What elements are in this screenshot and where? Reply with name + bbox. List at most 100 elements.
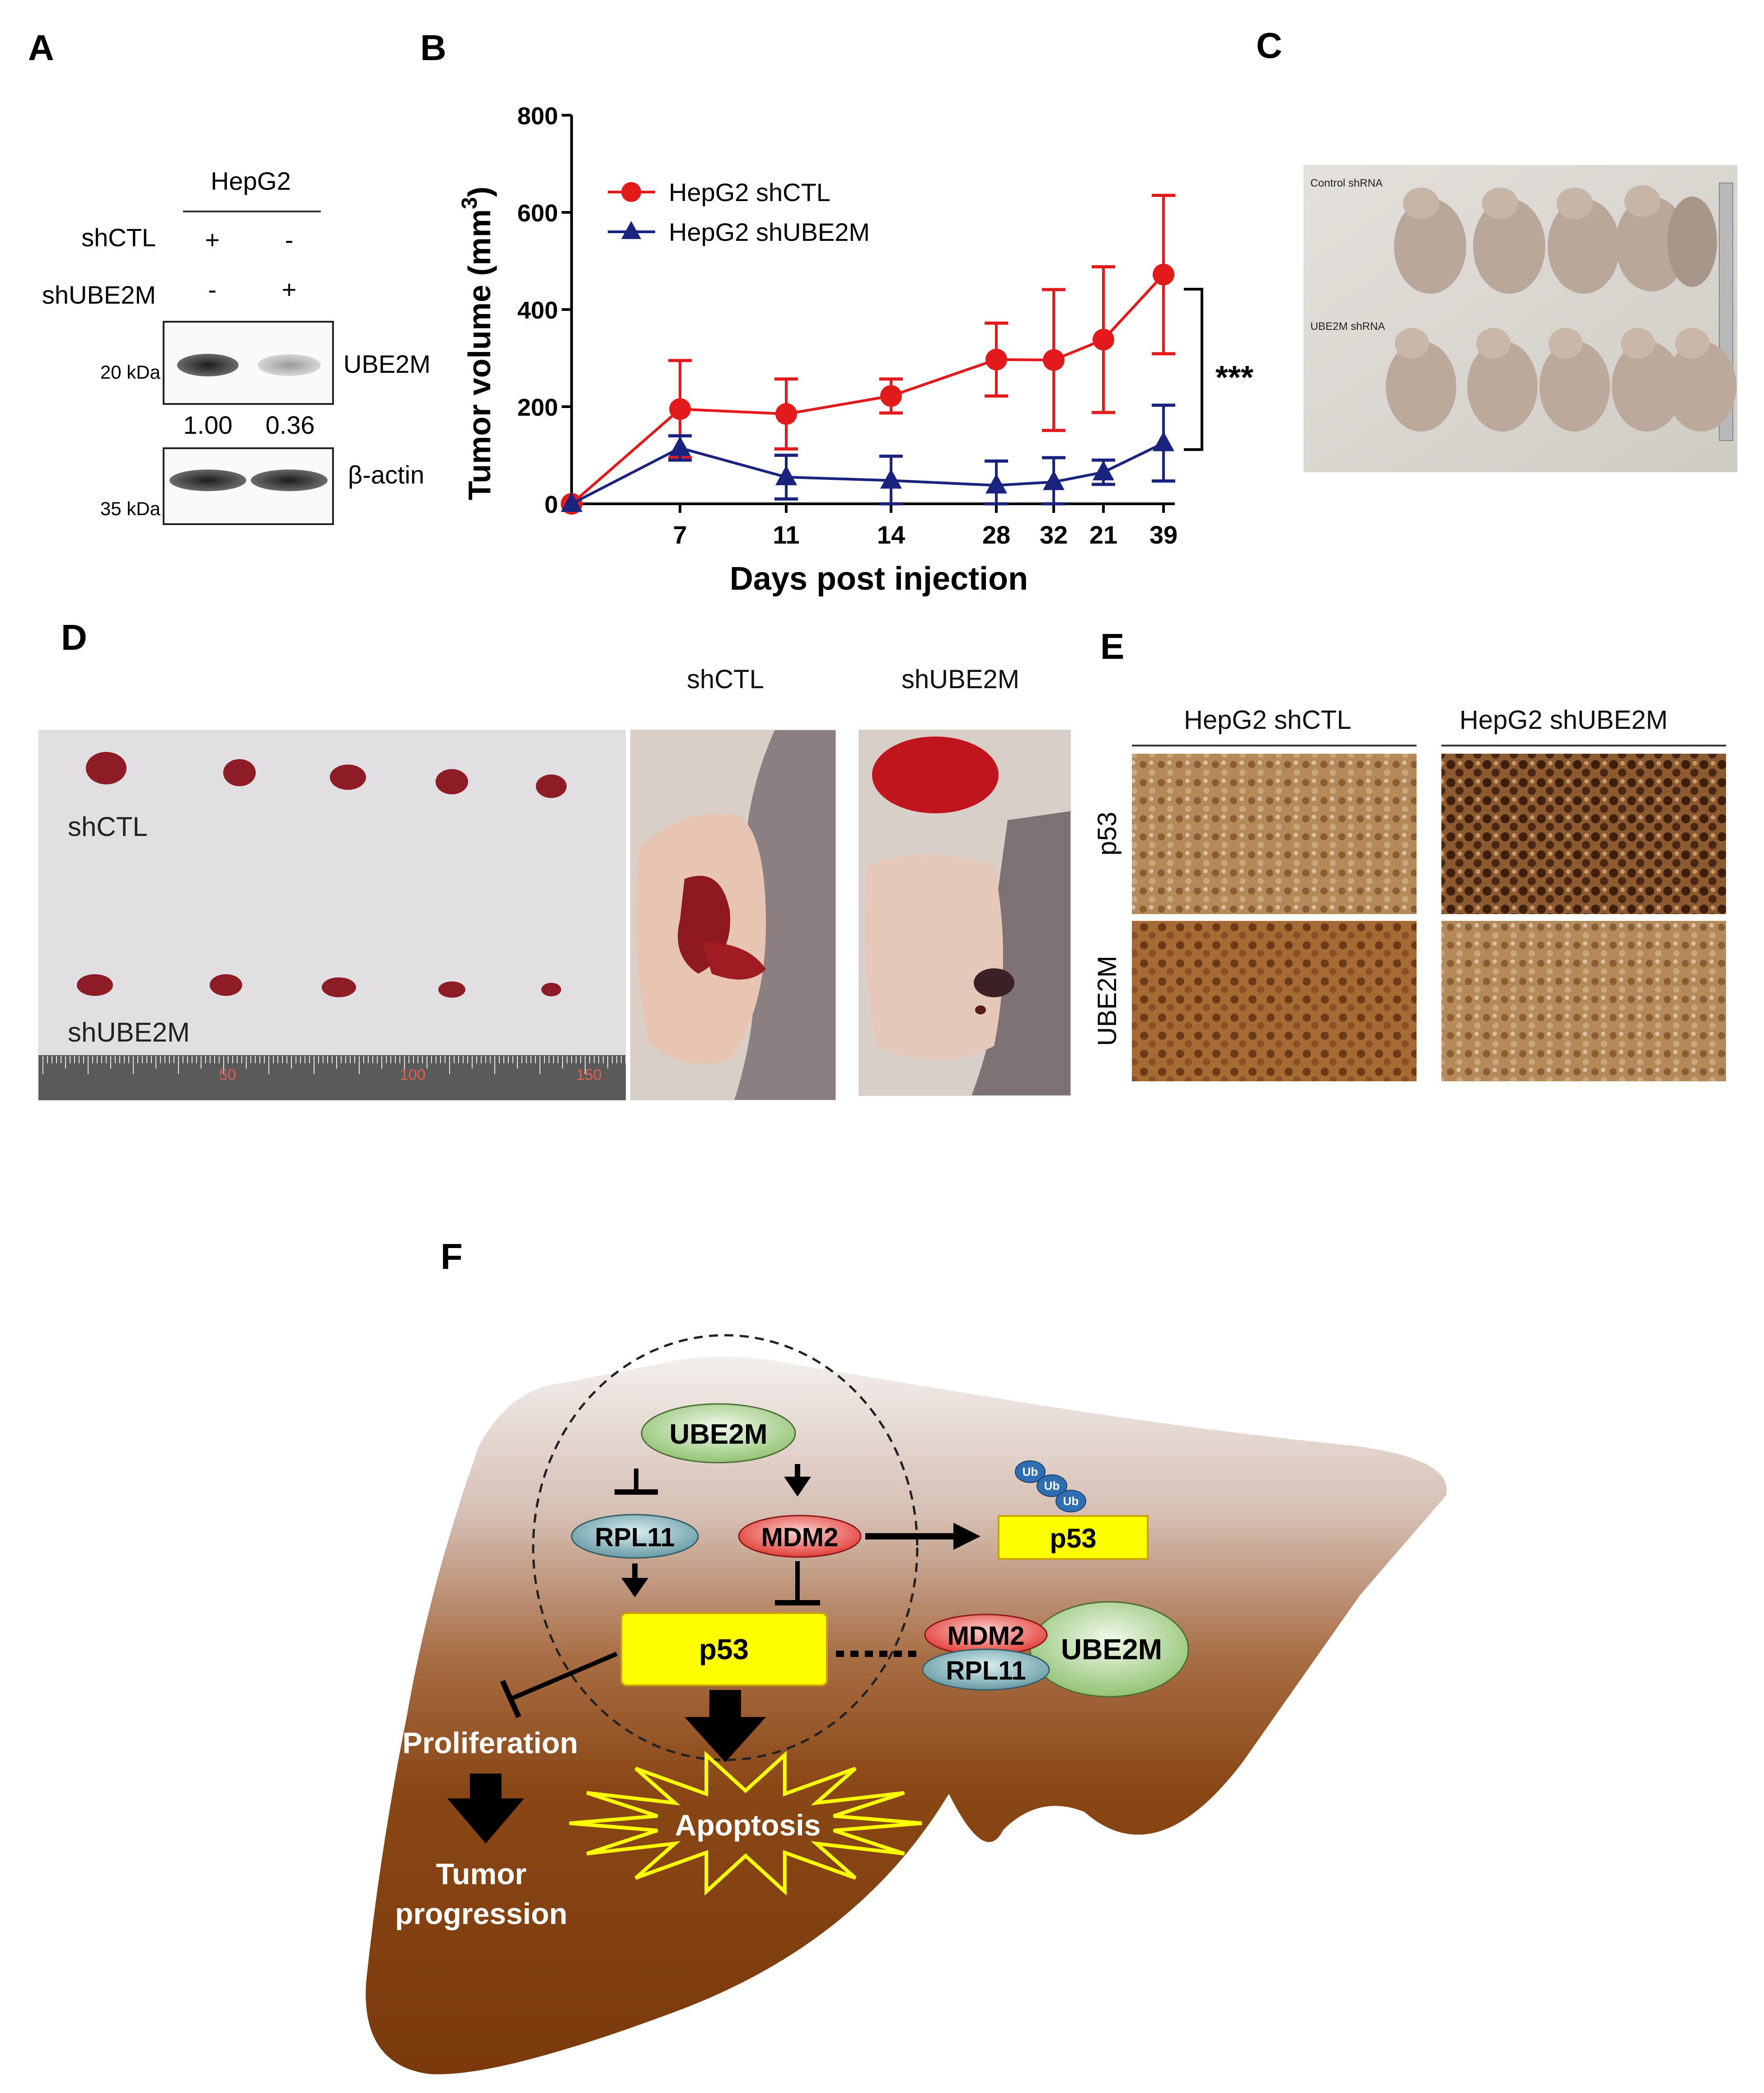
mouse [1615, 197, 1688, 291]
chart-y-tick-label: 600 [517, 200, 558, 227]
blot-row1-label: shCTL [81, 223, 156, 252]
mouse [1394, 199, 1466, 294]
ube2m-node-label: UBE2M [669, 1419, 767, 1450]
progression-label: progression [395, 1897, 567, 1930]
ruler-label-50: 50 [219, 1066, 236, 1084]
lane2-row2-sign: + [282, 275, 297, 304]
mice-label-control: Control shRNA [1310, 177, 1383, 189]
ruler-label-150: 150 [576, 1066, 602, 1084]
mouse [1473, 199, 1545, 294]
chart-y-tick-label: 800 [517, 103, 558, 130]
chart-x-tick-label: 21 [1089, 521, 1117, 549]
ube2m-node [641, 1403, 796, 1464]
ube2m-band-label: UBE2M [343, 350, 431, 378]
blot-row2-label: shUBE2M [42, 281, 156, 309]
rpl11-node-label: RPL11 [595, 1523, 675, 1552]
mouse-head [1621, 328, 1655, 359]
mdm2-p53ub-arrow-head [953, 1523, 981, 1550]
legend-label: HepG2 shCTL [669, 178, 830, 206]
tumor-label: Tumor [436, 1857, 526, 1891]
mouse-head [1403, 188, 1439, 219]
complex-rpl11-node [922, 1648, 1050, 1691]
ube2m-mdm2-arrow-head [784, 1477, 811, 1497]
ihc-row2-label: UBE2M [1093, 956, 1122, 1046]
chart-point [669, 398, 691, 420]
significance-stars: *** [1215, 360, 1253, 396]
cell-boundary [532, 1334, 919, 1761]
chart-series-1 [561, 193, 1175, 515]
actin-band-lane1 [169, 469, 246, 491]
tumors-photo-background [38, 730, 626, 1100]
p53-center-box [620, 1612, 828, 1686]
chart-point [775, 465, 797, 485]
liver-shape [366, 1356, 1447, 2074]
chart-point [669, 436, 691, 456]
chart-x-tick-label: 32 [1040, 521, 1068, 549]
chart-point [1093, 328, 1114, 351]
p53-proliferation-inhibit-line [510, 1652, 618, 1701]
chart-series-line [571, 441, 1164, 505]
chart-point [1153, 431, 1174, 451]
mdm2-node [738, 1515, 862, 1558]
panel-letter-f: F [441, 1236, 463, 1276]
tumor [86, 752, 127, 784]
mouse-head [1548, 328, 1583, 359]
chart-point [880, 469, 902, 489]
ihc-shube2m-p53 [1441, 754, 1726, 914]
mouse [1666, 341, 1736, 432]
mouse [1539, 341, 1610, 432]
lane1-row2-sign: - [208, 275, 217, 304]
ruler-label-100: 100 [400, 1066, 426, 1084]
ihc-grid: p53 UBE2M [1093, 745, 1726, 1081]
ube2m-band-lane1 [177, 354, 239, 376]
excised-tumors-photo: shCTL shUBE2M 50 100 150 [38, 730, 626, 1100]
actin-band-label: β-actin [348, 460, 424, 489]
ub-bead-3 [1056, 1490, 1086, 1512]
mouse [1386, 341, 1456, 432]
legend-marker [621, 221, 641, 239]
mice-photo: Control shRNA UBE2M shRNA [1304, 165, 1737, 472]
tumors-label-shube2m: shUBE2M [68, 1017, 190, 1047]
shube2m-dissection-photo [859, 730, 1071, 1096]
ube2m-band-lane2 [258, 354, 321, 376]
chart-point [985, 474, 1007, 494]
p53-proliferation-inhibit-bar [500, 1680, 521, 1718]
tumor [223, 759, 256, 786]
apoptosis-label: Apoptosis [675, 1808, 821, 1842]
actin-band-lane2 [251, 469, 328, 491]
mouse-head [1482, 188, 1518, 219]
mw-20kda: 20 kDa [100, 361, 161, 383]
tumor [330, 765, 366, 790]
western-blot-panel: HepG2 shCTL shUBE2M + - - + 20 kDa UBE2M… [42, 167, 431, 525]
chart-y-tick-label: 400 [517, 297, 558, 324]
chart-x-tick-label: 7 [673, 521, 687, 549]
chart-point [561, 492, 582, 512]
blot-cell-line: HepG2 [211, 167, 291, 195]
panel-letter-b: B [420, 28, 446, 68]
mouse-head [1624, 185, 1661, 217]
mouse [1612, 341, 1682, 432]
legend-marker [621, 182, 641, 202]
panel-letter-a: A [28, 28, 54, 68]
mice-label-ube2m: UBE2M shRNA [1310, 320, 1385, 333]
chart-point [1153, 263, 1174, 286]
mouse [1667, 197, 1717, 287]
chart-series-line [571, 273, 1165, 505]
mouse-head [1675, 328, 1709, 359]
chart-point [1093, 460, 1114, 481]
mechanism-schematic: UBE2M RPL11 MDM2 p53 Ub Ub Ub p53 UBE2M … [366, 1334, 1447, 2074]
panel-letter-c: C [1256, 25, 1282, 66]
mw-35kda: 35 kDa [100, 498, 161, 519]
mouse [1467, 341, 1538, 432]
mouse-head [1476, 328, 1511, 359]
tumor [322, 977, 356, 997]
panel-letter-d: D [61, 617, 87, 657]
tumor [541, 983, 561, 996]
chart-point [1043, 470, 1065, 490]
chart-x-tick-label: 28 [982, 521, 1010, 549]
chart-y-axis-title: Tumor volume (mm3) [458, 187, 497, 500]
ub-bead-2-label: Ub [1044, 1479, 1060, 1492]
chart-x-tick-label: 11 [773, 521, 799, 549]
ub-bead-2 [1037, 1474, 1067, 1497]
ub-bead-3-label: Ub [1063, 1494, 1079, 1508]
